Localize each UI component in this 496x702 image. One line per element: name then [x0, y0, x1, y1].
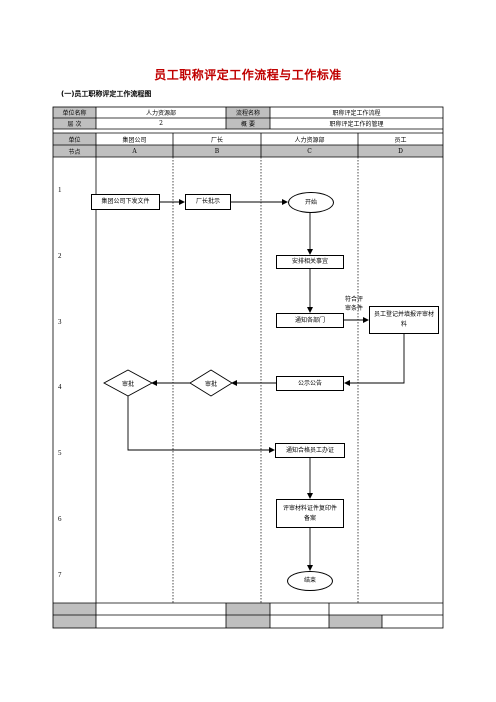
- group-issue-box: 集团公司下发文件: [91, 194, 160, 210]
- arrange-box: 安排相关事宜: [276, 255, 344, 269]
- row-number: 5: [58, 449, 62, 457]
- footer-cell: [53, 615, 96, 628]
- lane-d-name: 员工: [394, 136, 407, 144]
- level-value: 2: [159, 120, 163, 127]
- unit-name-value: 人力资源部: [145, 110, 176, 117]
- footer-cell: [226, 603, 270, 615]
- node-label: 节点: [53, 145, 96, 157]
- row-number: 6: [58, 515, 62, 523]
- footer-cell: [329, 615, 382, 628]
- lane-b-name: 厂长: [210, 136, 223, 144]
- employee-register-box: 员工登记并填报评审材料: [369, 306, 439, 334]
- lane-a-name: 集团公司: [122, 136, 147, 144]
- end-oval: 结束: [287, 571, 333, 591]
- row-number: 7: [58, 571, 62, 579]
- summary-value: 职称评定工作的管理: [329, 121, 384, 128]
- row-number: 4: [58, 383, 62, 391]
- meets-criteria-note: 符合评审条件: [345, 296, 364, 312]
- row-number: 2: [58, 252, 62, 260]
- summary-label: 概 要: [226, 118, 270, 129]
- lane-d-code: D: [358, 145, 443, 157]
- section-subtitle: (一)员工职称评定工作流程图: [61, 90, 152, 98]
- footer-cell: [53, 603, 96, 615]
- approve-b-label: 审批: [204, 380, 217, 388]
- lane-b-code: B: [173, 145, 261, 157]
- row-number: 3: [58, 318, 62, 326]
- lane-c-code: C: [261, 145, 358, 157]
- publish-box: 公示公告: [276, 376, 344, 391]
- approve-a-label: 审批: [121, 380, 134, 388]
- process-name-label: 流程名称: [226, 107, 270, 118]
- approve-a-diamond: [103, 369, 153, 397]
- page-title: 员工职称评定工作流程与工作标准: [154, 68, 342, 82]
- level-label: 层 次: [53, 118, 96, 129]
- lane-c-name: 人力资源部: [294, 136, 325, 144]
- review-archive-box: 评审材料证件复印件备案: [276, 499, 344, 528]
- lane-a-code: A: [96, 145, 173, 157]
- director-approve-box: 厂长批示: [185, 194, 231, 210]
- process-name-value: 职称评定工作流程: [332, 110, 381, 117]
- notify-depts-box: 通知各部门: [276, 313, 344, 328]
- footer-cell: [226, 615, 270, 628]
- start-oval: 开始: [288, 192, 334, 213]
- unit-name-label: 单位名称: [53, 107, 96, 118]
- unit-label: 单位: [53, 133, 96, 145]
- approve-b-diamond: [189, 369, 233, 397]
- row-number: 1: [58, 186, 62, 194]
- notify-qualified-box: 通知合格员工办证: [275, 443, 345, 458]
